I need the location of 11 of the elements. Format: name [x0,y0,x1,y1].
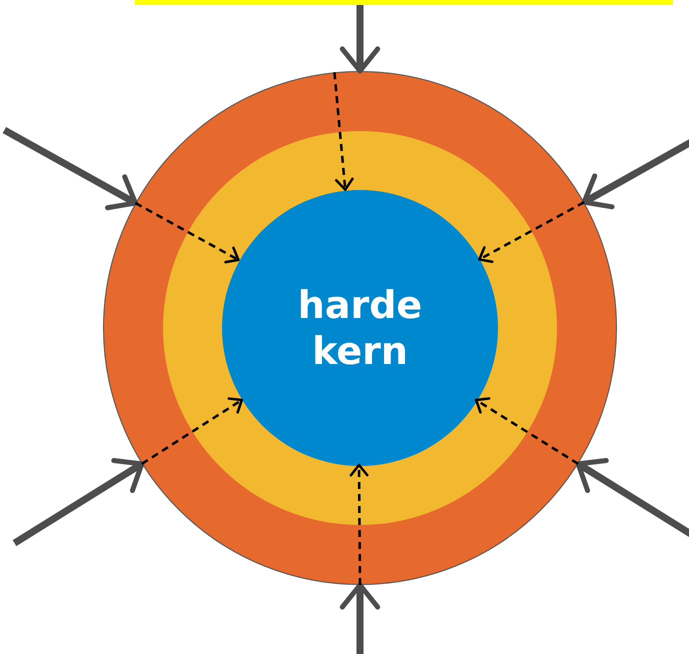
arrow [474,397,579,465]
arrow [478,201,585,263]
arrow [340,5,380,74]
arrow [340,582,380,654]
core-label: harde kern [296,282,424,374]
arrow [350,464,368,585]
arrow [12,458,144,546]
arrow [141,397,244,465]
arrow [333,72,354,191]
arrow [134,202,240,264]
arrow [2,127,138,210]
